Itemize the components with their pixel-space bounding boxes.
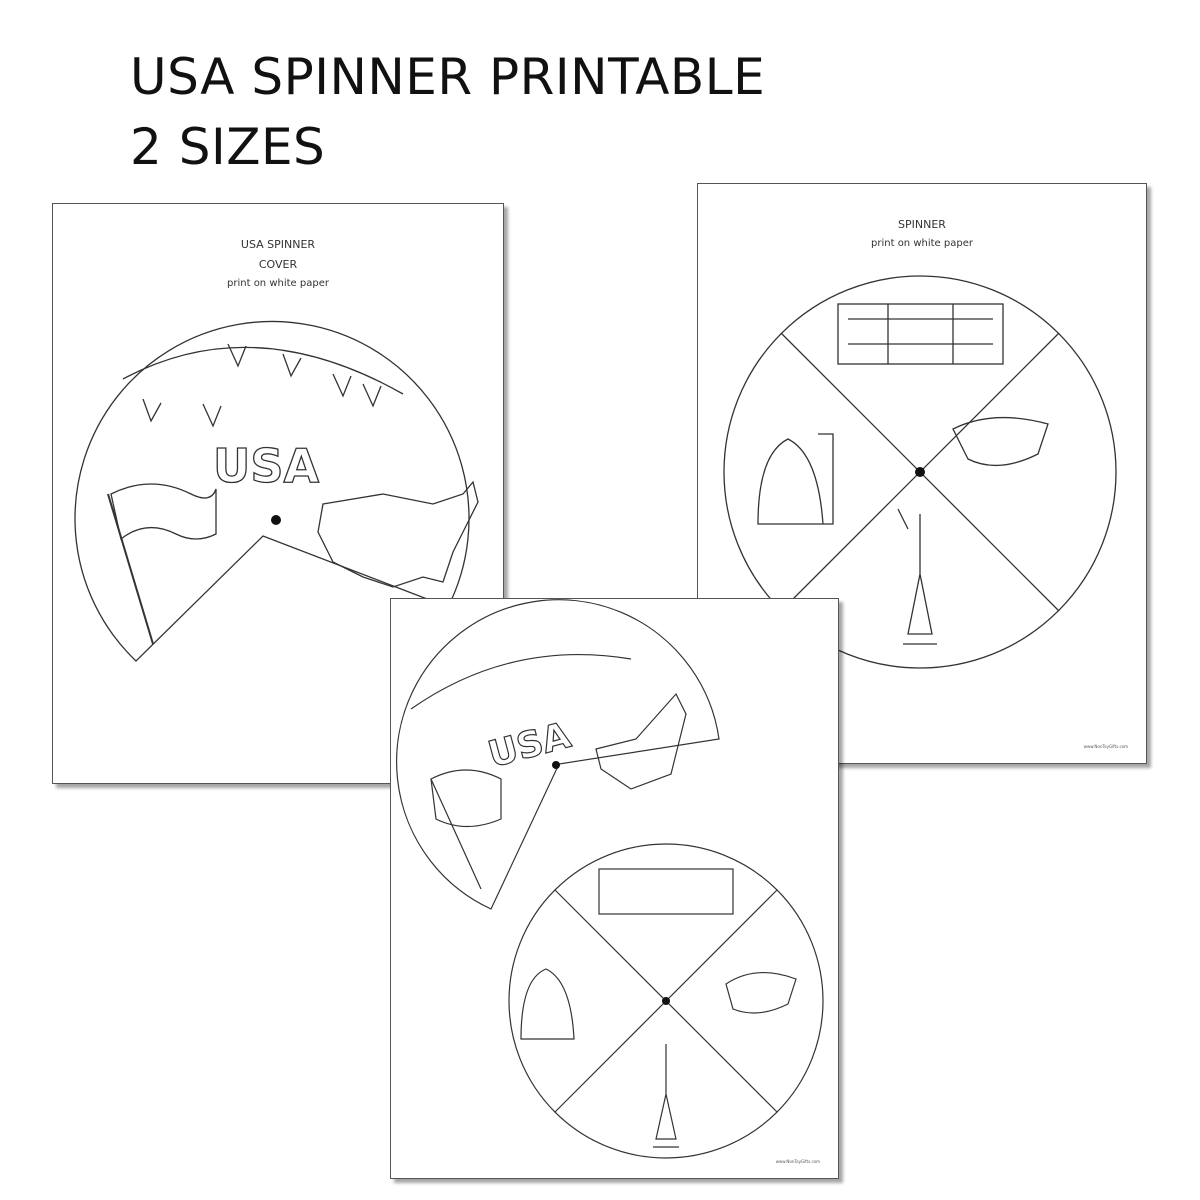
combined-usa-map-icon bbox=[595, 692, 687, 790]
combined-white-house-icon bbox=[598, 868, 734, 915]
cover-wheel-drawing: USA bbox=[74, 320, 479, 662]
cover-note: print on white paper bbox=[227, 278, 329, 289]
spinner-wheel-drawing bbox=[723, 275, 1117, 669]
spinner-footer: www.NonToyGifts.com bbox=[1083, 744, 1128, 749]
combined-cover-wheel-outline bbox=[396, 599, 720, 910]
headline-line1: USA SPINNER PRINTABLE bbox=[130, 48, 766, 106]
combined-liberty-bell-icon bbox=[520, 968, 575, 1040]
american-flag-icon bbox=[110, 483, 217, 541]
combined-drawing: USA bbox=[396, 599, 824, 1159]
spinner-center-dot bbox=[915, 467, 925, 477]
cover-page: USA SPINNER COVER print on white paper U… bbox=[52, 203, 504, 784]
cover-wheel-outline bbox=[74, 320, 470, 662]
combined-bald-eagle-icon bbox=[725, 971, 797, 1014]
cover-subtitle: COVER bbox=[258, 258, 298, 271]
usa-map-icon bbox=[317, 480, 479, 588]
combined-bunting-string bbox=[410, 654, 632, 710]
spinner-note: print on white paper bbox=[871, 238, 973, 249]
spinner-title: SPINNER bbox=[898, 218, 946, 231]
bald-eagle-icon bbox=[952, 416, 1049, 467]
bunting-string bbox=[122, 346, 404, 395]
liberty-bell-icon bbox=[757, 433, 834, 525]
combined-statue-of-liberty-icon bbox=[653, 1044, 679, 1148]
combined-spinner-center-dot bbox=[662, 997, 670, 1005]
headline-line2: 2 SIZES bbox=[130, 118, 326, 176]
cover-usa-logo: USA bbox=[213, 439, 319, 493]
combined-cover-center-dot bbox=[552, 761, 560, 769]
cover-title: USA SPINNER bbox=[240, 238, 316, 251]
statue-of-liberty-icon bbox=[897, 508, 937, 645]
flag-pole bbox=[107, 493, 154, 645]
combined-footer: www.NonToyGifts.com bbox=[775, 1159, 820, 1164]
cover-center-dot bbox=[271, 515, 281, 525]
white-house-detail bbox=[848, 304, 993, 364]
combined-page: USA www.NonToyGifts.com bbox=[390, 598, 839, 1179]
bunting-flags-icon bbox=[142, 343, 382, 428]
combined-american-flag-icon bbox=[430, 769, 502, 890]
white-house-icon bbox=[837, 303, 1004, 365]
